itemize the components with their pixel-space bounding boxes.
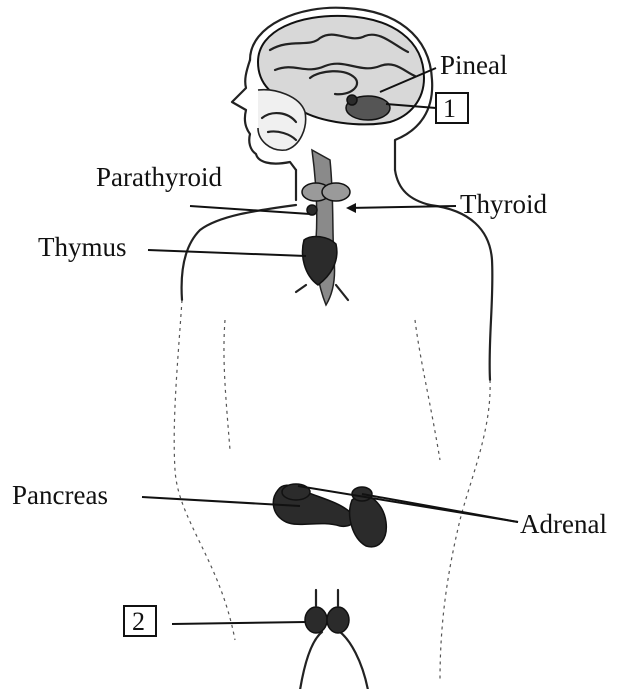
parathyroid-label: Parathyroid <box>96 162 222 192</box>
left-torso <box>174 300 235 640</box>
neck-right <box>395 170 430 205</box>
thymus-leader <box>148 250 306 256</box>
left-leg <box>300 632 322 689</box>
right-gonad <box>327 607 349 633</box>
thymus-label: Thymus <box>38 232 127 262</box>
right-kidney <box>350 494 387 547</box>
pituitary-gland <box>347 95 357 105</box>
left-gonad <box>305 607 327 633</box>
box1-label: 1 <box>443 94 456 123</box>
box2-label: 2 <box>132 607 145 636</box>
right-arm-hint <box>415 320 440 460</box>
gonad-ducts <box>316 590 338 606</box>
thyroid-right-lobe <box>322 183 350 201</box>
pancreas-label: Pancreas <box>12 480 108 510</box>
right-torso <box>440 380 490 680</box>
right-shoulder <box>430 205 492 380</box>
neck-column <box>296 150 350 305</box>
left-arm-hint <box>224 320 230 450</box>
adrenal-label: Adrenal <box>520 509 607 539</box>
right-leg <box>340 632 368 689</box>
pineal-label: Pineal <box>440 50 508 80</box>
box2-leader <box>172 622 306 624</box>
thyroid-label: Thyroid <box>460 189 547 219</box>
thyroid-arrowhead <box>346 203 356 213</box>
